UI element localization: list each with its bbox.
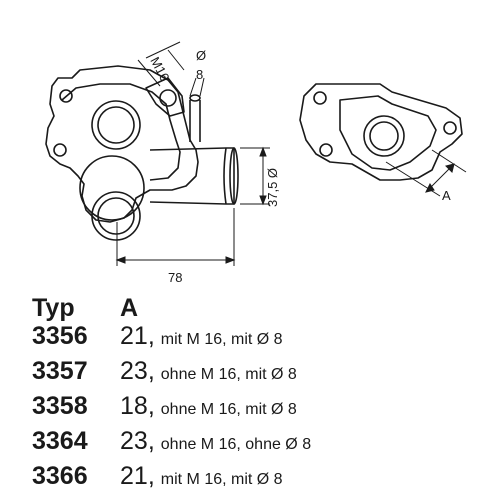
lower-port-mid [91,191,141,241]
side-flange-outline [299,83,463,181]
housing-flange-outline [45,65,199,223]
thermostat-housing-drawing: 37,5 Ø 78 M16 Ø 8 A [45,41,467,285]
row-note: mit M 16, mit Ø 8 [160,331,283,348]
table-row: 3358 18, ohne M 16, mit Ø 8 [32,392,492,427]
upper-port-outer [91,100,141,150]
outlet-pipe [149,147,227,205]
row-typ: 3366 [32,462,88,490]
dim-m16-line [145,41,181,59]
dim-diameter-value: 8 [196,67,203,82]
side-flange-inner [339,95,437,171]
header-typ: Typ [32,294,75,322]
table-row: 3356 21, mit M 16, mit Ø 8 [32,322,492,357]
side-hole-bottom [319,143,333,157]
row-a: 21 [120,322,148,350]
row-note: ohne M 16, mit Ø 8 [160,366,297,383]
mount-hole-top-left [59,89,73,103]
upper-port-inner [97,106,135,144]
row-note: ohne M 16, ohne Ø 8 [160,436,312,453]
row-a: 21 [120,462,148,490]
mount-hole-bottom-left [53,143,67,157]
side-hole-right [443,121,457,135]
row-separator: , [147,462,155,490]
outlet-pipe-mouth [229,147,239,205]
row-separator: , [147,357,155,385]
small-pipe [189,100,201,142]
row-a: 23 [120,427,148,455]
small-pipe-end [189,94,201,102]
boss-bracket [145,77,185,117]
row-separator: , [147,392,155,420]
side-hole-top [313,91,327,105]
dim-outlet-label: 37,5 Ø [265,168,280,207]
row-typ: 3364 [32,427,88,455]
table-row: 3364 23, ohne M 16, ohne Ø 8 [32,427,492,462]
outlet-pipe-bead [223,147,235,205]
row-typ: 3356 [32,322,88,350]
m16-boss-circle [159,89,177,107]
row-a: 23 [120,357,148,385]
row-a: 18 [120,392,148,420]
side-port-outer [363,115,405,157]
row-separator: , [147,322,155,350]
table-header: Typ A [32,294,492,322]
side-port-inner [369,121,399,151]
header-a: A [120,294,139,322]
dim-a-line [429,167,451,189]
table-row: 3357 23, ohne M 16, mit Ø 8 [32,357,492,392]
dim-diameter-symbol: Ø [196,48,206,63]
row-note: mit M 16, mit Ø 8 [160,471,283,488]
row-separator: , [147,427,155,455]
type-table: Typ A 3356 21, mit M 16, mit Ø 8 3357 23… [32,294,492,497]
dim-width-label: 78 [168,270,182,285]
dim-a-label: A [442,188,451,203]
row-typ: 3357 [32,357,88,385]
table-row: 3366 21, mit M 16, mit Ø 8 [32,462,492,497]
lower-port-outer [79,155,145,221]
housing-inner-outline [61,83,181,181]
lower-port-inner [97,197,135,235]
row-note: ohne M 16, mit Ø 8 [160,401,297,418]
row-typ: 3358 [32,392,88,420]
